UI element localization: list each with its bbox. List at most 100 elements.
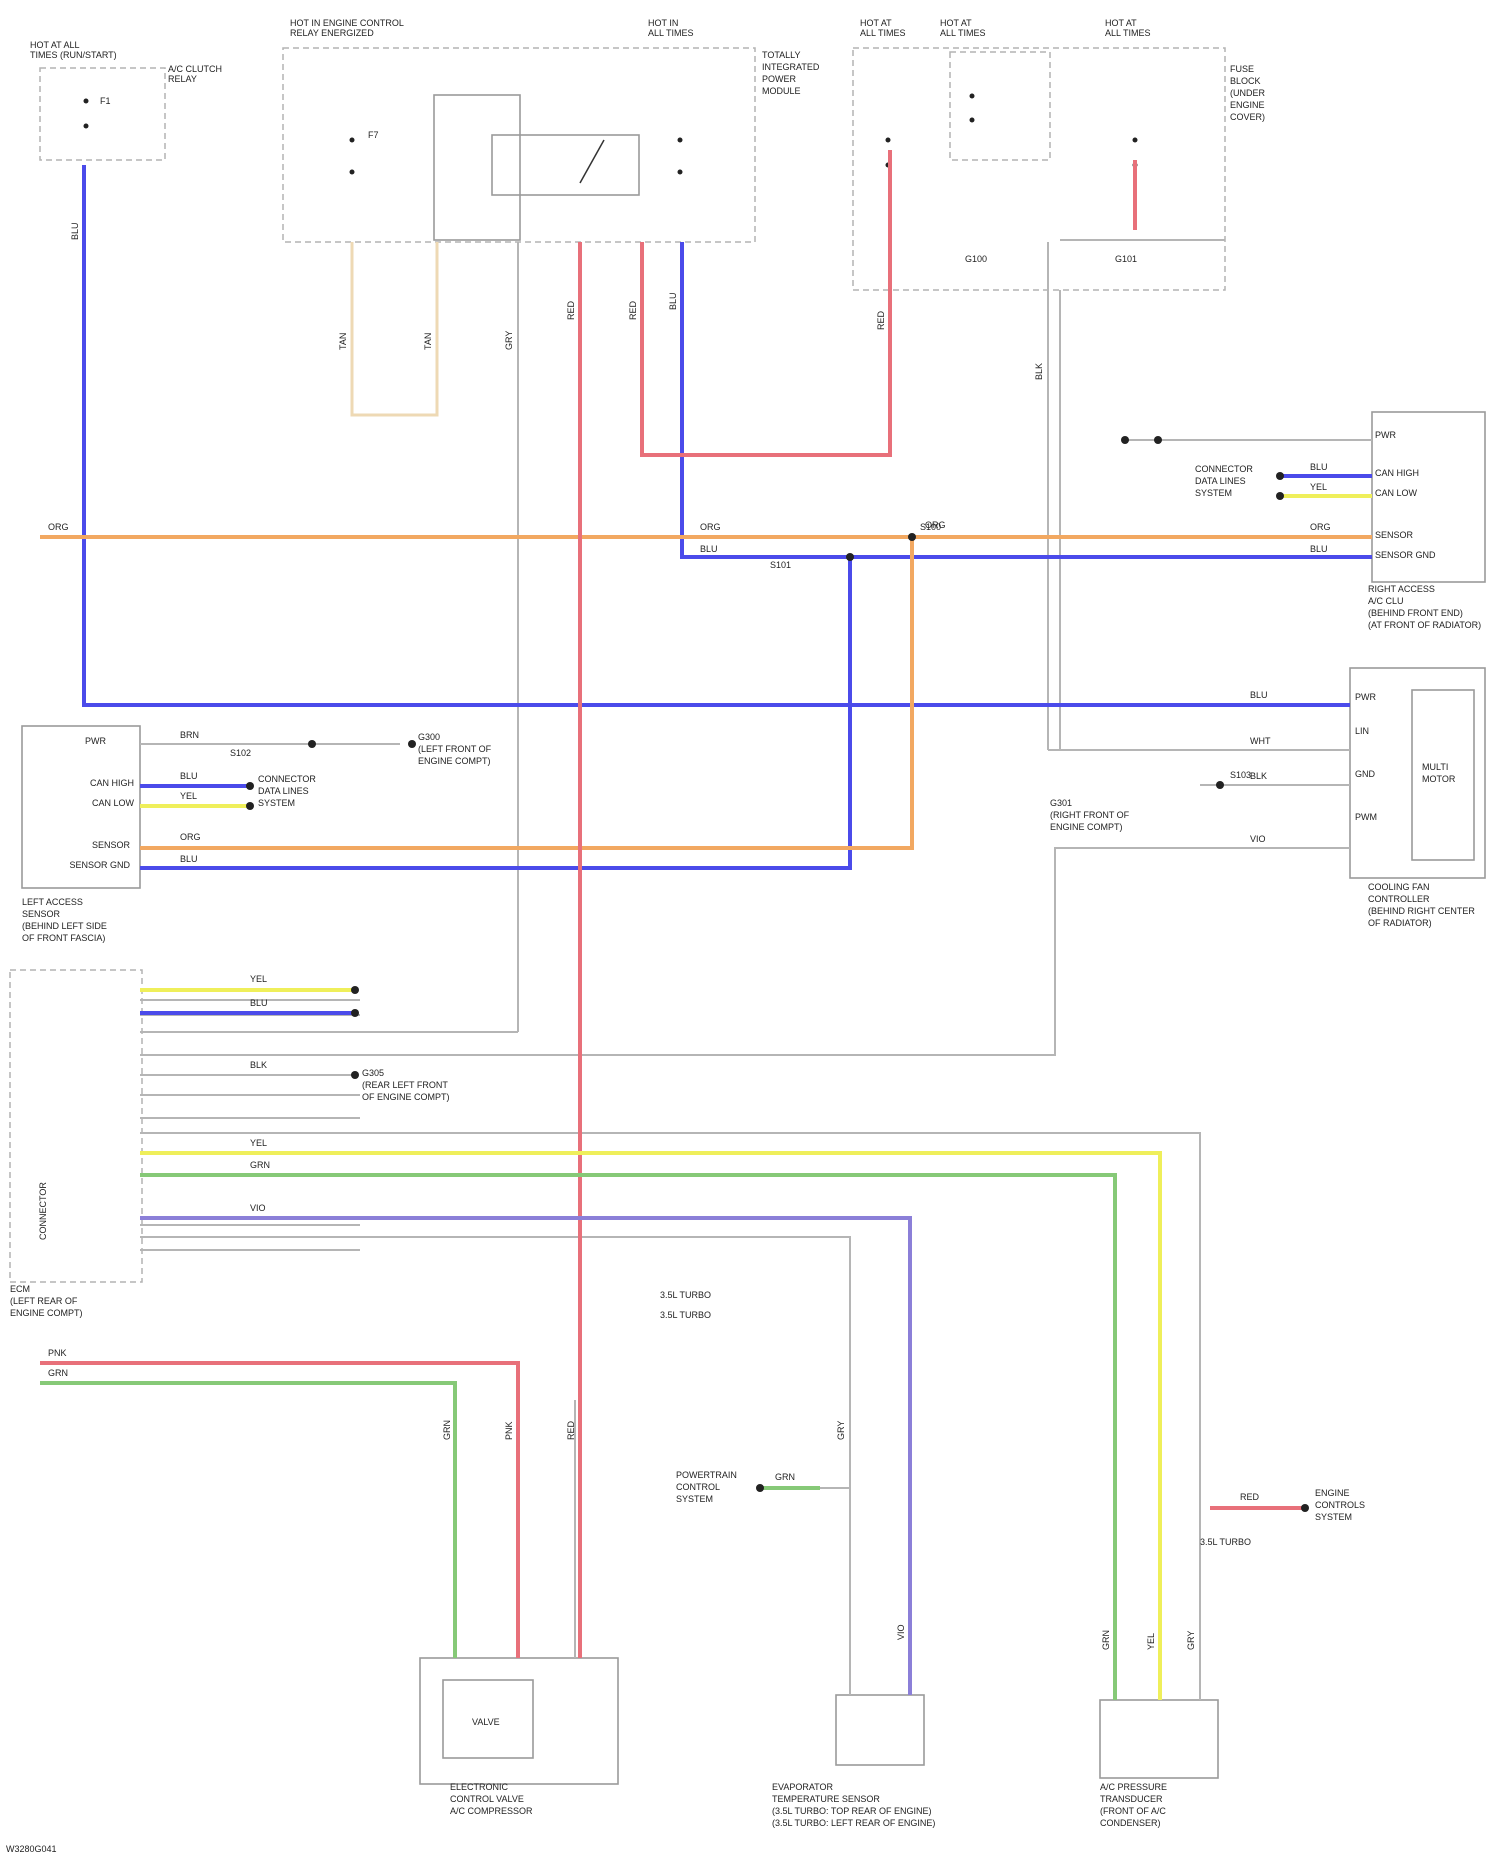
ecm-module: CONNECTOR ECM (LEFT REAR OF ENGINE COMPT… xyxy=(10,970,142,1318)
fbr-ground-1: G100 xyxy=(965,254,987,264)
wl-org-3: ORG xyxy=(925,520,946,530)
rs-caption-4: (AT FRONT OF RADIATOR) xyxy=(1368,620,1481,630)
compressor-caption-1: ELECTRONIC xyxy=(450,1782,509,1792)
wl-yel-1: YEL xyxy=(180,791,197,801)
splice-s5 xyxy=(1154,436,1162,444)
compressor-caption-2: CONTROL VALVE xyxy=(450,1794,524,1804)
splice-s1-label: S101 xyxy=(770,560,791,570)
rs-pin-canh: CAN HIGH xyxy=(1375,468,1419,478)
tipm-desc-2: INTEGRATED xyxy=(762,62,820,72)
ls-caption-2: SENSOR xyxy=(22,909,61,919)
note-b: 3.5L TURBO xyxy=(660,1310,711,1320)
hot-b3-title-2: ALL TIMES xyxy=(1105,28,1151,38)
wl-org-1: ORG xyxy=(48,522,69,532)
left-sensor-module: PWR CAN HIGH CAN LOW SENSOR SENSOR GND L… xyxy=(22,726,140,943)
gnd-left-1: G300 xyxy=(418,732,440,742)
rs-pin-pwr: PWR xyxy=(1375,430,1396,440)
wire-yellow-ecm xyxy=(140,1153,1160,1700)
hot-b1-title-2: ALL TIMES xyxy=(860,28,906,38)
tipm-desc-3: POWER xyxy=(762,74,797,84)
fbr-desc-4: ENGINE xyxy=(1230,100,1265,110)
cm-inner-1: MULTI xyxy=(1422,762,1448,772)
right-sensor-module: PWR CAN HIGH CAN LOW SENSOR SENSOR GND R… xyxy=(1368,412,1485,630)
evap-caption-4: (3.5L TURBO: LEFT REAR OF ENGINE) xyxy=(772,1818,935,1828)
wl-pnk-1: PNK xyxy=(48,1348,67,1358)
wire-labels: BLU BLU RED RED RED TAN TAN GRY BLK ORG … xyxy=(48,222,1331,1650)
splice-s2 xyxy=(908,533,916,541)
canl-right-2: DATA LINES xyxy=(1195,476,1246,486)
wire-orange-sensor xyxy=(140,537,912,848)
wl-blu-9: BLU xyxy=(250,998,268,1008)
fuse-block-right: HOT AT ALL TIMES HOT AT ALL TIMES HOT AT… xyxy=(853,18,1265,290)
pt-left-1: POWERTRAIN xyxy=(676,1470,737,1480)
rs-caption-3: (BEHIND FRONT END) xyxy=(1368,608,1463,618)
wl-blu-6: BLU xyxy=(180,854,198,864)
ls-pin-sensor: SENSOR xyxy=(92,840,131,850)
sw-left-title-1: HOT AT ALL xyxy=(30,40,80,50)
pressure-caption-2: TRANSDUCER xyxy=(1100,1794,1163,1804)
wl-vio-2: VIO xyxy=(250,1203,266,1213)
wl-tan-1: TAN xyxy=(338,333,348,350)
pressure-caption-1: A/C PRESSURE xyxy=(1100,1782,1167,1792)
hot-run-title-1: HOT IN xyxy=(648,18,678,28)
wl-blu-5: BLU xyxy=(1250,690,1268,700)
pdc-top-title-2: RELAY ENERGIZED xyxy=(290,28,374,38)
wl-blu-1: BLU xyxy=(70,222,80,240)
cooling-module: MULTI MOTOR PWR LIN GND PWM COOLING FAN … xyxy=(1350,668,1485,928)
sw-left-title-2: TIMES (RUN/START) xyxy=(30,50,117,60)
relay-coil-box xyxy=(434,95,520,240)
pdc-top-module: HOT IN ENGINE CONTROL RELAY ENERGIZED F7… xyxy=(283,18,820,242)
ls-caption-4: OF FRONT FASCIA) xyxy=(22,933,105,943)
wl-red-3: RED xyxy=(876,310,886,330)
canh-left-3: SYSTEM xyxy=(258,798,295,808)
gnd-right-3: ENGINE COMPT) xyxy=(1050,822,1123,832)
hot-b2-title-1: HOT AT xyxy=(940,18,972,28)
wl-brn-1: BRN xyxy=(180,730,199,740)
wl-grn-3: GRN xyxy=(442,1420,452,1440)
canl-right-1: CONNECTOR xyxy=(1195,464,1253,474)
fbr-node-1 xyxy=(886,138,891,143)
gnd-ecm-3: OF ENGINE COMPT) xyxy=(362,1092,450,1102)
footer-id: W3280G041 xyxy=(6,1844,57,1854)
node-ecm-can-2 xyxy=(351,1009,359,1017)
relay-switch-box xyxy=(492,135,639,195)
wl-gry-1: GRY xyxy=(504,331,514,350)
gnd-left-2: (LEFT FRONT OF xyxy=(418,744,492,754)
relay-contact xyxy=(580,140,604,183)
rs-pin-canl: CAN LOW xyxy=(1375,488,1418,498)
wl-tan-2: TAN xyxy=(423,333,433,350)
wl-red-2: RED xyxy=(628,300,638,320)
switch-left-module: HOT AT ALL TIMES (RUN/START) A/C CLUTCH … xyxy=(30,40,222,160)
sw-left-node xyxy=(84,99,89,104)
cm-caption-4: OF RADIATOR) xyxy=(1368,918,1432,928)
fbr-node-4 xyxy=(970,118,975,123)
splices: S101 S100 S102 S103 xyxy=(230,436,1309,1512)
evap-caption-1: EVAPORATOR xyxy=(772,1782,834,1792)
cm-pin-pwm: PWM xyxy=(1355,812,1377,822)
canh-left-1: CONNECTOR xyxy=(258,774,316,784)
wl-yel-2: YEL xyxy=(1310,482,1327,492)
wl-yel-3: YEL xyxy=(250,974,267,984)
pdc-top-fuse: F7 xyxy=(368,130,379,140)
wire-green-ecm xyxy=(140,1175,1115,1700)
sw-left-desc-1: A/C CLUTCH xyxy=(168,64,222,74)
fbr-node-3 xyxy=(970,94,975,99)
wl-grn-4: GRN xyxy=(1101,1630,1111,1650)
cm-pin-pwr: PWR xyxy=(1355,692,1376,702)
canh-left-2: DATA LINES xyxy=(258,786,309,796)
evap-caption-3: (3.5L TURBO: TOP REAR OF ENGINE) xyxy=(772,1806,932,1816)
sw-left-node-2 xyxy=(84,124,89,129)
wl-org-4: ORG xyxy=(1310,522,1331,532)
node-evap-powertrain xyxy=(756,1484,764,1492)
pdc-node-4 xyxy=(678,170,683,175)
wire-blue-main xyxy=(84,165,1350,705)
gray-wires xyxy=(140,242,1372,1700)
splice-s1 xyxy=(846,553,854,561)
cm-inner-2: MOTOR xyxy=(1422,774,1456,784)
gnd-ecm-2: (REAR LEFT FRONT xyxy=(362,1080,448,1090)
hot-b2-title-2: ALL TIMES xyxy=(940,28,986,38)
wl-grn-5: GRN xyxy=(775,1472,795,1482)
ls-caption-3: (BEHIND LEFT SIDE xyxy=(22,921,107,931)
node-canh-left xyxy=(246,782,254,790)
